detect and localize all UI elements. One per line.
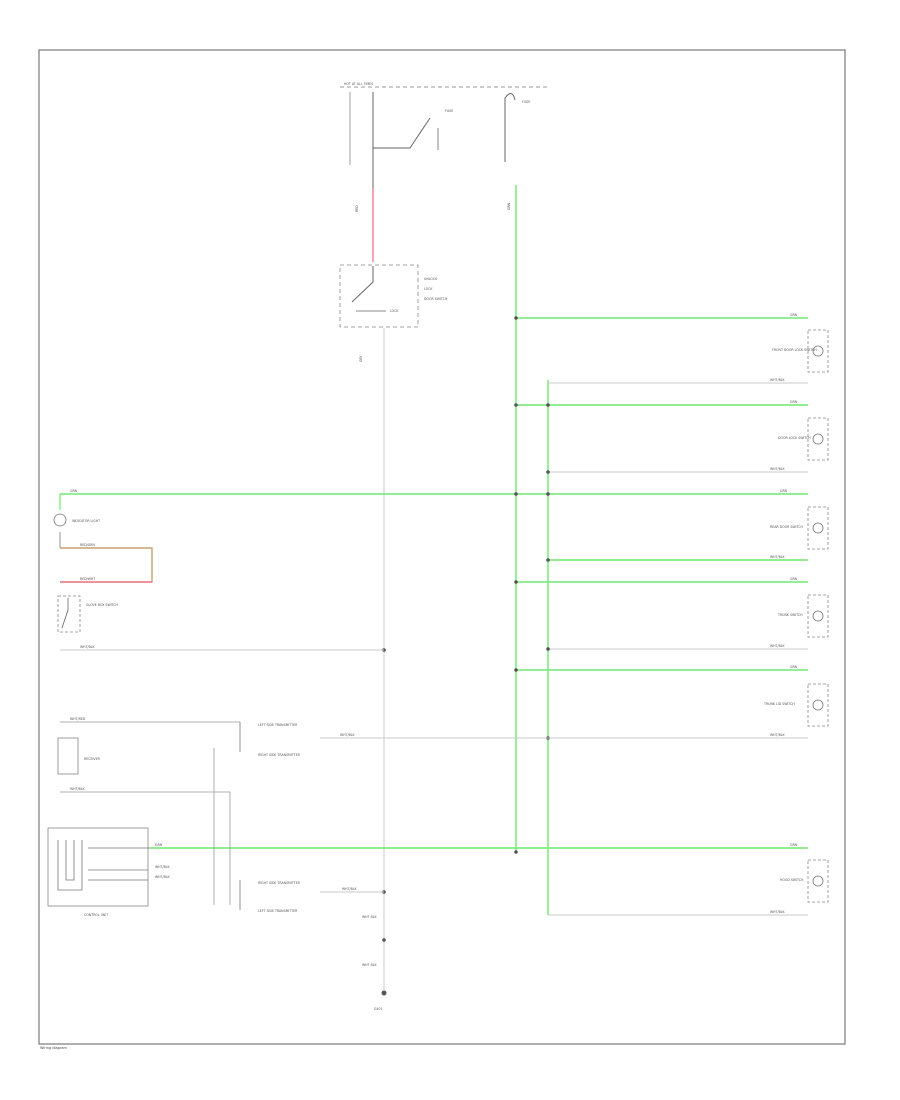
svg-text:GRN: GRN — [790, 843, 798, 847]
control-unit: GRN WHT/BLK WHT/BLK CONTROL UNIT — [47, 827, 171, 917]
svg-text:INDICATOR LIGHT: INDICATOR LIGHT — [72, 519, 100, 523]
svg-text:WHT/BLK: WHT/BLK — [770, 644, 786, 648]
svg-text:FRONT DOOR LOCK SWITCH: FRONT DOOR LOCK SWITCH — [772, 348, 817, 352]
svg-text:LEFT SIDE TRANSMITTER: LEFT SIDE TRANSMITTER — [258, 723, 298, 727]
top-switch-contact — [373, 117, 431, 149]
svg-text:RED/WHT: RED/WHT — [80, 577, 95, 581]
right-component-2: GRN WHT/BLK DOOR LOCK SWITCH — [516, 400, 829, 473]
receiver-block: WHT/RED WHT/BLK RECEIVER — [57, 717, 240, 793]
svg-text:WHT BLK: WHT BLK — [362, 915, 377, 919]
svg-text:REAR DOOR SWITCH: REAR DOOR SWITCH — [770, 525, 803, 529]
door-switch-contact — [351, 266, 374, 303]
svg-text:LEFT SIDE TRANSMITTER: LEFT SIDE TRANSMITTER — [258, 909, 298, 913]
fuse-label-b: FUSE — [522, 100, 530, 104]
left-indicator: GRN INDICATOR LIGHT — [53, 489, 100, 548]
svg-text:GRN: GRN — [70, 489, 78, 493]
switch-unlock-label: LOCK — [390, 309, 399, 313]
module-group-top: LEFT SIDE TRANSMITTER RIGHT SIDE TRANSMI… — [213, 722, 808, 905]
svg-text:WHT/BLK: WHT/BLK — [70, 787, 86, 791]
switch-name-label: DOOR SWITCH — [424, 297, 448, 301]
svg-text:RIGHT SIDE TRANSMITTER: RIGHT SIDE TRANSMITTER — [258, 881, 301, 885]
svg-text:WHT/BLK: WHT/BLK — [770, 467, 786, 471]
svg-text:WHT BLK: WHT BLK — [362, 963, 377, 967]
right-component-1: GRN WHT/BLK FRONT DOOR LOCK SWITCH — [516, 313, 829, 384]
svg-text:WHT/BLK: WHT/BLK — [155, 865, 171, 869]
right-component-4: GRN WHT/BLK TRUNK SWITCH — [516, 577, 829, 650]
svg-text:GRN: GRN — [155, 843, 163, 847]
svg-text:WHT/BLK: WHT/BLK — [770, 733, 786, 737]
svg-text:HOOD SWITCH: HOOD SWITCH — [780, 878, 804, 882]
svg-text:TRUNK SWITCH: TRUNK SWITCH — [777, 613, 803, 617]
left-glove-switch: GLOVE BOX SWITCH WHT/BLK — [57, 595, 384, 651]
diagram-frame — [38, 49, 846, 1045]
svg-text:GRN: GRN — [780, 489, 788, 493]
fuse-right — [504, 93, 516, 162]
module-group-bottom: RIGHT SIDE TRANSMITTER LEFT SIDE TRANSMI… — [229, 792, 384, 913]
svg-text:WHT/BLK: WHT/BLK — [340, 733, 356, 737]
junction-dots — [382, 316, 550, 942]
svg-text:TRUNK LID SWITCH: TRUNK LID SWITCH — [763, 702, 795, 706]
svg-text:WHT/BLK: WHT/BLK — [770, 555, 786, 559]
switch-upper-label: UNLOCK — [424, 277, 438, 281]
svg-text:RED/GRN: RED/GRN — [80, 543, 95, 547]
hot-at-all-times-label: HOT AT ALL TIMES — [344, 82, 373, 86]
bottom-ground: WHT BLK WHT BLK G401 — [362, 915, 387, 1011]
gray-wire-label: GRY — [359, 356, 363, 362]
svg-text:GRN: GRN — [790, 665, 798, 669]
svg-text:GRN: GRN — [790, 400, 798, 404]
svg-text:WHT/BLK: WHT/BLK — [155, 875, 171, 879]
diagram-footer: Wiring diagram — [40, 1046, 67, 1050]
svg-text:WHT/BLK: WHT/BLK — [342, 887, 358, 891]
svg-text:CONTROL UNIT: CONTROL UNIT — [84, 913, 108, 917]
left-red-loop: RED/GRN RED/WHT — [60, 543, 153, 583]
svg-text:GRN: GRN — [790, 577, 798, 581]
right-component-5: GRN WHT/BLK TRUNK LID SWITCH — [516, 665, 829, 739]
svg-text:WHT/BLK: WHT/BLK — [80, 645, 96, 649]
right-component-3: GRN WHT/BLK REAR DOOR SWITCH — [60, 489, 829, 561]
red-wire-label: RED — [355, 205, 359, 212]
svg-text:RECEIVER: RECEIVER — [84, 757, 101, 761]
svg-text:GLOVE BOX SWITCH: GLOVE BOX SWITCH — [86, 603, 119, 607]
green-bus-label: GRN — [507, 202, 511, 210]
right-component-6: GRN WHT/BLK HOOD SWITCH — [150, 843, 829, 916]
fuse-label-a: FUSE — [445, 109, 453, 113]
svg-text:G401: G401 — [374, 1007, 383, 1011]
svg-text:WHT/BLK: WHT/BLK — [770, 910, 786, 914]
svg-text:DOOR LOCK SWITCH: DOOR LOCK SWITCH — [778, 436, 811, 440]
switch-mid-label: LOCK — [424, 287, 433, 291]
door-switch-box — [339, 264, 419, 328]
svg-text:RIGHT SIDE TRANSMITTER: RIGHT SIDE TRANSMITTER — [258, 753, 301, 757]
svg-text:WHT/RED: WHT/RED — [70, 717, 86, 721]
svg-text:GRN: GRN — [790, 313, 798, 317]
svg-text:WHT/BLK: WHT/BLK — [770, 378, 786, 382]
